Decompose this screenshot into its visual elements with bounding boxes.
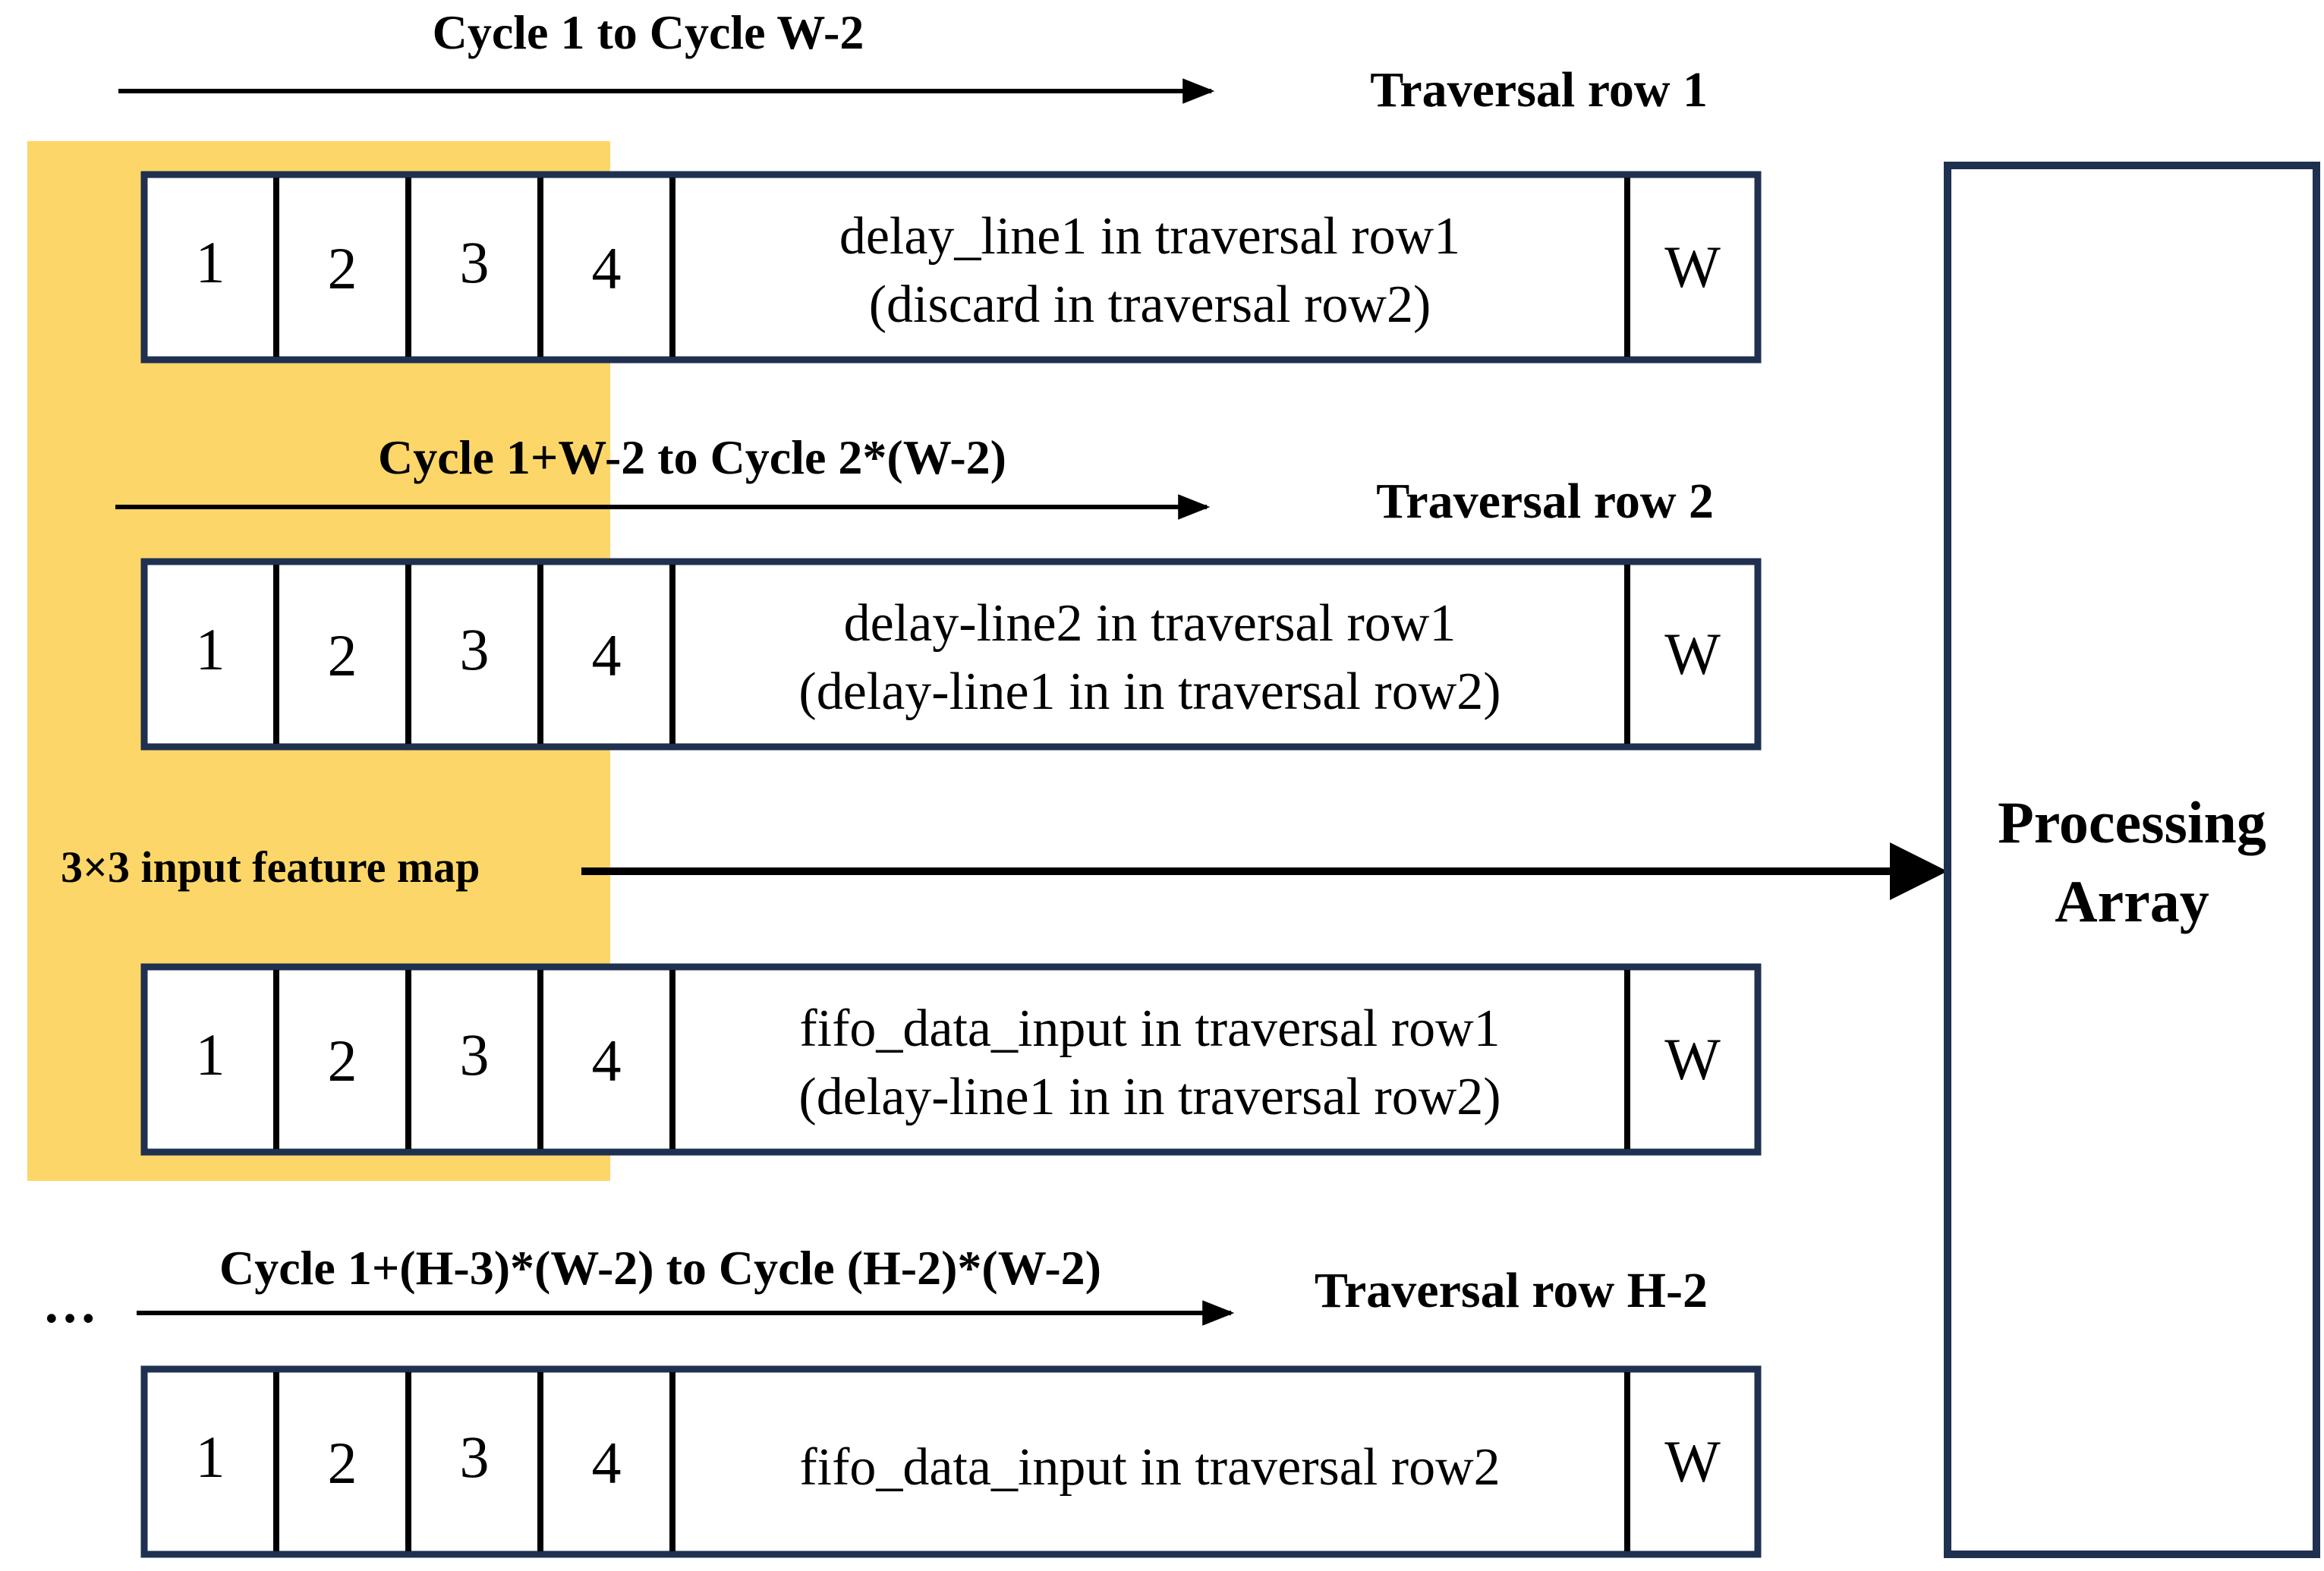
delay-line-box <box>140 1365 1762 1558</box>
processing-array-box <box>1944 162 2320 1558</box>
processing-array-label-line1: Processing <box>1998 789 2266 855</box>
delay-line-row-4: Cycle 1+(H-3)*(W-2) to Cycle (H-2)*(W-2)… <box>137 1241 1762 1558</box>
processing-array-label-line2: Array <box>2055 868 2209 934</box>
delay-line-desc-line1: fifo_data_input in traversal row2 <box>799 1438 1500 1497</box>
feature-map-arrowhead <box>1890 842 1948 900</box>
cell-index-3: 3 <box>460 1424 490 1490</box>
delay-line-box <box>140 558 1762 751</box>
delay-line-box <box>140 963 1762 1156</box>
cell-index-3: 3 <box>460 229 490 295</box>
delay-line-box <box>140 171 1762 364</box>
cycle-label: Cycle 1 to Cycle W-2 <box>433 5 864 59</box>
delay-line-desc-line1: delay_line1 in traversal row1 <box>839 207 1460 266</box>
cell-index-4: 4 <box>592 235 622 301</box>
cell-index-2: 2 <box>328 1430 357 1496</box>
delay-line-desc-line2: (delay-line1 in in traversal row2) <box>798 1068 1501 1126</box>
cell-index-2: 2 <box>328 235 357 301</box>
feature-map-label: 3×3 input feature map <box>61 842 480 892</box>
traversal-label: Traversal row H-2 <box>1315 1263 1708 1318</box>
cell-index-1: 1 <box>196 1022 225 1088</box>
cell-index-3: 3 <box>460 1022 490 1088</box>
ellipsis-marker: … <box>43 1273 97 1334</box>
cell-index-2: 2 <box>328 1028 357 1094</box>
cycle-label: Cycle 1+(H-3)*(W-2) to Cycle (H-2)*(W-2) <box>219 1241 1101 1295</box>
traversal-label: Traversal row 2 <box>1376 474 1714 529</box>
traversal-label: Traversal row 1 <box>1370 62 1708 118</box>
cell-index-1: 1 <box>196 616 225 682</box>
cell-index-w: W <box>1664 1026 1721 1092</box>
cell-index-1: 1 <box>196 229 225 295</box>
cell-index-4: 4 <box>592 622 622 688</box>
cycle-label: Cycle 1+W-2 to Cycle 2*(W-2) <box>378 430 1006 484</box>
cell-index-4: 4 <box>592 1430 622 1496</box>
cell-index-4: 4 <box>592 1028 622 1094</box>
delay-line-desc-line1: fifo_data_input in traversal row1 <box>799 1000 1500 1058</box>
cell-index-3: 3 <box>460 616 490 682</box>
delay-line-desc-line1: delay-line2 in traversal row1 <box>844 594 1456 653</box>
cell-index-2: 2 <box>328 622 357 688</box>
cell-index-w: W <box>1664 234 1721 300</box>
delay-line-desc-line2: (discard in traversal row2) <box>869 275 1431 334</box>
delay-line-desc-line2: (delay-line1 in in traversal row2) <box>798 663 1501 721</box>
cell-index-w: W <box>1664 1428 1721 1494</box>
cell-index-w: W <box>1664 621 1721 687</box>
delay-line-row-2: Cycle 1+W-2 to Cycle 2*(W-2) Traversal ro… <box>115 430 1762 751</box>
cell-index-1: 1 <box>196 1424 225 1490</box>
